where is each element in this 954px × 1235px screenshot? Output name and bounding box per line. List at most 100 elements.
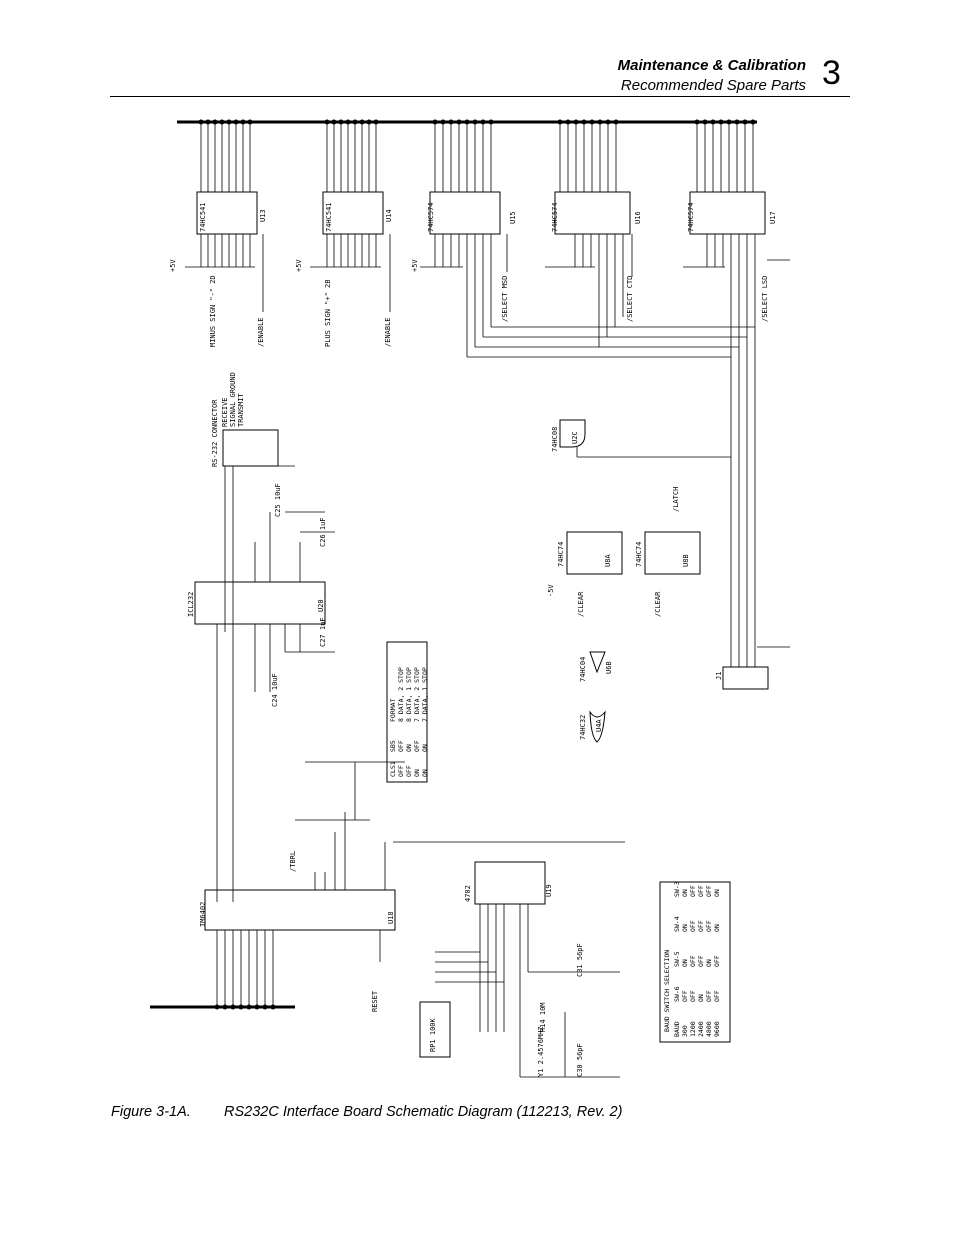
label-c24: C24 10uF [271, 673, 279, 707]
label-reset: RESET [371, 990, 379, 1012]
sw5-row-2-2: 7 DATA, 2 STOP [413, 667, 421, 722]
baud-row-1-1: OFF [689, 990, 697, 1002]
sw5-row-2-0: ON [413, 769, 421, 777]
baud-header-0: BAUD [673, 1021, 681, 1037]
schematic-diagram: U13 74HC541 U14 74HC541 U15 74HC574 U16 … [150, 119, 790, 1078]
figure-caption: Figure 3-1A. RS232C Interface Board Schem… [111, 1104, 622, 1120]
label-u18: U18 [387, 911, 395, 924]
label-r14: R14 10M [539, 1002, 547, 1032]
j1-connector [722, 666, 769, 690]
ic-u14 [322, 191, 384, 235]
baud-row-2-3: OFF [697, 920, 705, 932]
rp1-resistor-pack [419, 1001, 451, 1058]
label-u20: U20 [317, 599, 325, 612]
label-clear-1: /CLEAR [577, 591, 585, 617]
label-u15-part: 74HC574 [427, 202, 435, 232]
sw5-row-0-1: OFF [397, 740, 405, 752]
sw5-row-3-0: ON [421, 769, 429, 777]
baud-row-4-3: ON [713, 924, 721, 932]
label-u2c: U2C [571, 431, 579, 444]
baud-row-3-2: ON [705, 959, 713, 967]
ic-u18 [204, 889, 396, 931]
label-u16: U16 [634, 211, 642, 224]
label-select-lsd: /SELECT LSD [761, 276, 769, 322]
label-enable-1: /ENABLE [257, 317, 265, 347]
label-latch: /LATCH [672, 487, 680, 512]
ic-u13 [196, 191, 258, 235]
page-header: Maintenance & Calibration Recommended Sp… [618, 56, 806, 96]
label-y1: Y1 2.4576MHZ [537, 1026, 545, 1077]
label-plus5-a: +5V [169, 259, 177, 272]
sw5-row-0-2: 8 DATA, 2 STOP [397, 667, 405, 722]
baud-row-2-1: ON [697, 994, 705, 1002]
label-tbrl: /TBRL [289, 851, 297, 872]
label-u17: U17 [769, 211, 777, 224]
chapter-number: 3 [822, 54, 841, 92]
baud-row-2-2: OFF [697, 955, 705, 967]
baud-row-0-4: ON [681, 889, 689, 897]
label-minus-sign: MINUS SIGN "-" 2D [209, 275, 217, 347]
section-title: Maintenance & Calibration [617, 57, 806, 74]
baud-row-0-2: ON [681, 959, 689, 967]
baud-row-3-4: OFF [705, 885, 713, 897]
label-u19-part: 4702 [464, 885, 472, 902]
ic-u8a [566, 531, 623, 575]
baud-row-1-3: OFF [689, 920, 697, 932]
baud-row-4-4: ON [713, 889, 721, 897]
header-rule [110, 96, 850, 97]
label-u6b: U6B [605, 661, 613, 674]
ic-u8b [644, 531, 701, 575]
label-u6b-part: 74HC04 [579, 657, 587, 682]
baud-header-3: SW-4 [673, 916, 681, 932]
baud-row-1-4: OFF [689, 885, 697, 897]
label-rs232: RS-232 CONNECTOR [211, 399, 219, 467]
baud-row-1-0: 1200 [689, 1021, 697, 1037]
label-c25: C25 10uF [274, 483, 282, 517]
baud-row-0-1: OFF [681, 990, 689, 1002]
rs232-connector [222, 429, 279, 467]
label-u4a: U4A [595, 719, 603, 732]
baud-row-0-0: 300 [681, 1025, 689, 1037]
label-j1: J1 [715, 672, 723, 680]
baud-row-1-2: OFF [689, 955, 697, 967]
label-plus-sign: PLUS SIGN "+" 2B [324, 280, 332, 347]
baud-row-4-0: 9600 [713, 1021, 721, 1037]
label-ground: SIGNAL GROUND [229, 372, 237, 427]
label-u8a-part: 74HC74 [557, 542, 565, 567]
baud-row-3-3: OFF [705, 920, 713, 932]
label-rp1: RP1 100K [429, 1017, 437, 1052]
label-enable-2: /ENABLE [384, 317, 392, 347]
sw5-format-table: CLS1 SB5 FORMAT OFF OFF 8 DATA, 2 STOP O… [389, 667, 429, 777]
label-c30: C30 56pF [576, 1043, 584, 1077]
baud-row-3-1: OFF [705, 990, 713, 1002]
ic-u17 [689, 191, 766, 235]
baud-row-4-2: OFF [713, 955, 721, 967]
label-plus5-b: +5V [295, 259, 303, 272]
label-u20-part: ICL232 [187, 592, 195, 617]
sw5-row-1-2: 8 DATA, 1 STOP [405, 667, 413, 722]
label-u16-part: 74HC574 [551, 202, 559, 232]
label-receive: RECEIVE [221, 397, 229, 427]
gate-u2c [559, 419, 586, 448]
sw5-row-0-0: OFF [397, 765, 405, 777]
sw5-row-3-2: 7 DATA, 1 STOP [421, 667, 429, 722]
figure-number: Figure 3-1A. [111, 1104, 191, 1120]
label-minus5: -5V [547, 584, 555, 597]
sw5-table-box [386, 641, 428, 783]
sw5-row-2-1: OFF [413, 740, 421, 752]
label-plus5-c: +5V [411, 259, 419, 272]
baud-header-1: SW-6 [673, 986, 681, 1002]
label-u13-part: 74HC541 [199, 202, 207, 232]
baud-row-0-3: ON [681, 924, 689, 932]
baud-header-2: SW-5 [673, 951, 681, 967]
label-u8a: U8A [604, 554, 612, 567]
ic-u16 [554, 191, 631, 235]
label-c31: C31 56pF [576, 943, 584, 977]
baud-header-4: SW-3 [673, 881, 681, 897]
baud-row-2-4: OFF [697, 885, 705, 897]
figure-caption-text: RS232C Interface Board Schematic Diagram… [224, 1104, 623, 1120]
label-transmit: TRANSMIT [237, 392, 245, 427]
sw5-row-1-0: OFF [405, 765, 413, 777]
ic-u20 [194, 581, 326, 625]
gate-u6b [589, 651, 606, 674]
